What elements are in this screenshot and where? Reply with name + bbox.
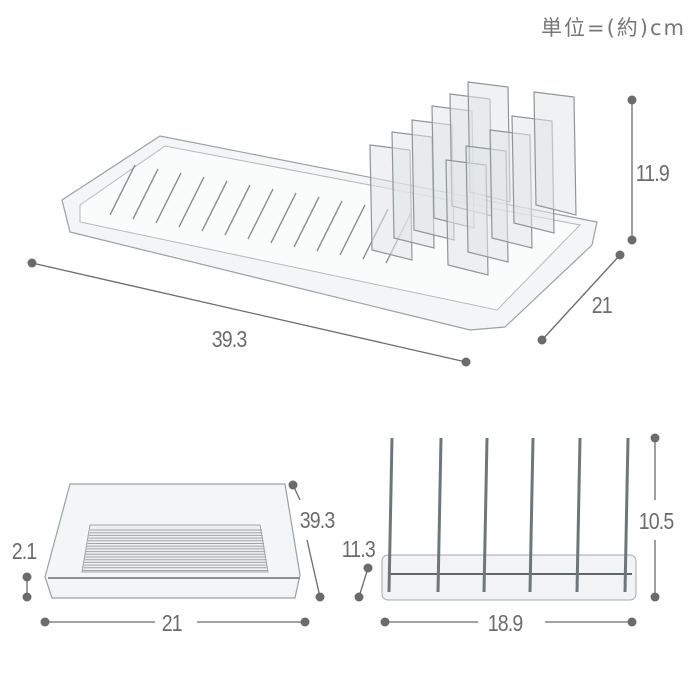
tray-grooves: [82, 529, 268, 571]
tray-rib: [270, 192, 297, 244]
stand-width-label: 18.9: [486, 610, 525, 637]
stand-front-view: [381, 437, 637, 601]
dish-rack-perspective: [61, 81, 598, 331]
stand-divider: [528, 437, 535, 593]
tray-rib: [132, 168, 159, 220]
top-length-label: 39.3: [210, 326, 249, 353]
dimension-lines: [22, 95, 660, 627]
stand-divider: [436, 437, 443, 593]
tray-rib: [109, 164, 136, 216]
divider-plates: [369, 81, 577, 276]
stand-dividers: [387, 437, 630, 593]
stand-divider: [575, 437, 582, 593]
stand-base-height-label: 11.3: [340, 536, 377, 563]
tray-rib: [201, 180, 228, 232]
stand-divider: [623, 437, 630, 593]
divider-plate: [533, 91, 577, 216]
stand-divider: [387, 437, 394, 593]
stand-height-label: 10.5: [637, 508, 676, 535]
tray-rib: [293, 196, 320, 248]
unit-label: 単位=(約)cm: [541, 16, 686, 40]
tray-rib: [178, 176, 205, 228]
stand-divider: [482, 437, 489, 593]
tray-rib: [155, 172, 182, 224]
tray-rib: [316, 200, 343, 252]
tray-rib: [247, 188, 274, 240]
top-depth-label: 21: [590, 292, 614, 319]
tray-height-label: 2.1: [10, 538, 39, 565]
tray-rib: [224, 184, 251, 236]
tray-width-label: 21: [160, 610, 184, 637]
tray-perspective: [44, 483, 301, 599]
top-height-label: 11.9: [634, 160, 671, 187]
tray-length-label: 39.3: [298, 507, 337, 534]
tray-rib: [339, 204, 366, 256]
